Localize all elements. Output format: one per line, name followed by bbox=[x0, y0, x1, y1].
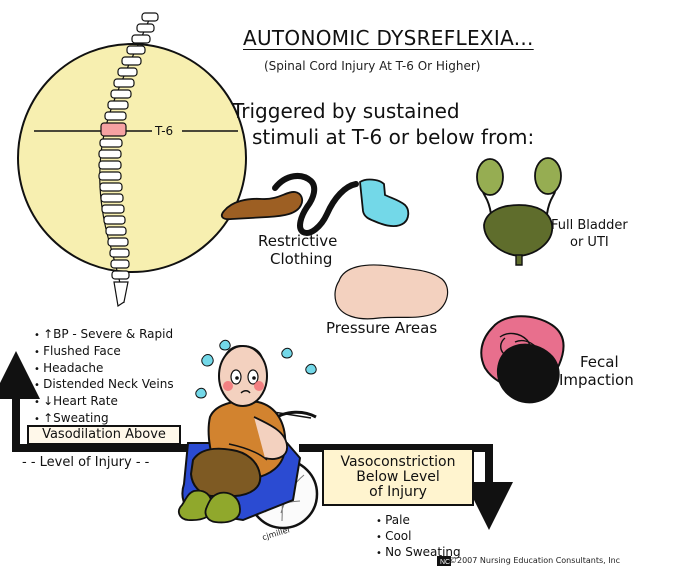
above-symptom-item: ↑BP - Severe & Rapid bbox=[34, 327, 174, 344]
fecal-label-line-1: Fecal bbox=[580, 353, 619, 371]
spine-diagram bbox=[17, 12, 247, 308]
above-symptom-list: ↑BP - Severe & Rapid Flushed Face Headac… bbox=[34, 327, 174, 428]
pressure-areas-label: Pressure Areas bbox=[326, 319, 438, 337]
sock-icon bbox=[359, 178, 410, 227]
level-of-injury-label: - - Level of Injury - - bbox=[22, 455, 150, 470]
clothing-icon bbox=[220, 173, 410, 236]
svg-text:NC: NC bbox=[440, 559, 450, 566]
trigger-heading-line-1: Triggered by sustained bbox=[232, 99, 460, 123]
below-symptom-item: Cool bbox=[376, 529, 461, 545]
copyright-text: ©2007 Nursing Education Consultants, Inc bbox=[449, 556, 621, 565]
pressure-area-icon bbox=[334, 264, 449, 320]
bladder-label-line-1: Full Bladder bbox=[551, 218, 628, 233]
below-symptom-list: Pale Cool No Sweating bbox=[376, 513, 461, 561]
t6-label: T-6 bbox=[155, 124, 174, 138]
page-subtitle: (Spinal Cord Injury At T-6 Or Higher) bbox=[264, 59, 481, 73]
shoe-icon bbox=[220, 191, 304, 221]
bladder-label-line-2: or UTI bbox=[570, 235, 609, 250]
page-title: AUTONOMIC DYSREFLEXIA... bbox=[243, 26, 534, 50]
restrictive-clothing-label-line-2: Clothing bbox=[270, 250, 333, 268]
t6-vertebra bbox=[100, 122, 127, 137]
above-symptom-item: Distended Neck Veins bbox=[34, 377, 174, 394]
belt-icon bbox=[272, 173, 359, 236]
vasodilation-above-box: Vasodilation Above bbox=[27, 425, 181, 445]
vasoconstriction-below-box: Vasoconstriction Below Level of Injury bbox=[322, 448, 474, 506]
bladder-icon bbox=[476, 157, 562, 266]
intestine-icon bbox=[480, 315, 565, 404]
vasoconstriction-line-1: Vasoconstriction bbox=[340, 454, 456, 470]
above-symptom-item: Flushed Face bbox=[34, 344, 174, 361]
spine-circle bbox=[17, 43, 247, 273]
vasoconstriction-line-2: Below Level bbox=[356, 469, 440, 485]
trigger-heading-line-2: stimuli at T-6 or below from: bbox=[252, 125, 535, 149]
restrictive-clothing-label-line-1: Restrictive bbox=[258, 232, 338, 250]
above-symptom-item: Headache bbox=[34, 361, 174, 378]
logo-mark: NC bbox=[437, 556, 451, 566]
vasoconstriction-line-3: of Injury bbox=[369, 484, 427, 500]
vasodilation-arrow bbox=[0, 351, 203, 452]
fecal-label-line-2: Impaction bbox=[559, 371, 634, 389]
above-symptom-item: ↓Heart Rate bbox=[34, 394, 174, 411]
feces-icon bbox=[496, 343, 560, 404]
below-symptom-item: Pale bbox=[376, 513, 461, 529]
above-symptom-item: ↑Sweating bbox=[34, 411, 174, 428]
patient-arm bbox=[253, 416, 288, 460]
below-symptom-item: No Sweating bbox=[376, 545, 461, 561]
patient-illustration bbox=[177, 339, 319, 530]
vertebral-column bbox=[98, 12, 159, 308]
